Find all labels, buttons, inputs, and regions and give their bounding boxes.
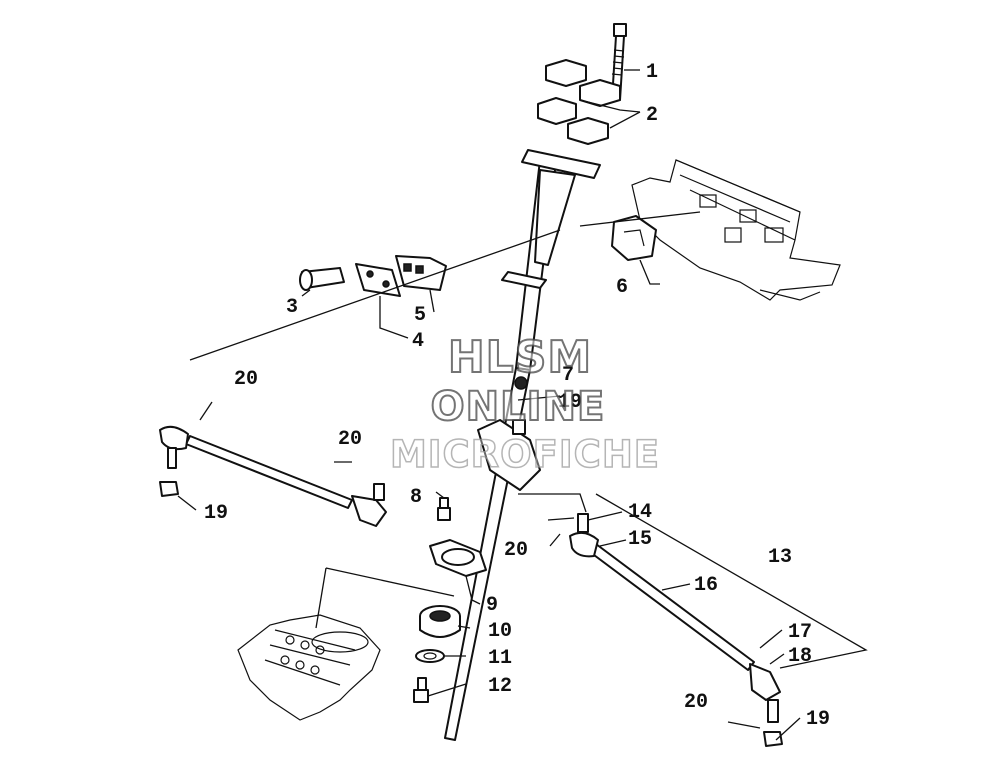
callout-6: 6	[616, 276, 628, 299]
callout-19-center: 19	[558, 391, 582, 414]
part-6-block	[611, 215, 657, 261]
callout-labels: 1 2 3 4 5 6 7 8 9 10 11 12 13 14 15 16 1…	[204, 61, 830, 731]
callout-9: 9	[486, 594, 498, 617]
callout-19-left: 19	[204, 502, 228, 525]
callout-4: 4	[412, 330, 424, 353]
part-5-block	[395, 255, 447, 291]
part-11-washer	[415, 649, 445, 663]
callout-3: 3	[286, 296, 298, 319]
tie-rod-left	[159, 401, 387, 527]
callout-16: 16	[694, 574, 718, 597]
callout-18: 18	[788, 645, 812, 668]
callout-8: 8	[410, 486, 422, 509]
callout-1: 1	[646, 61, 658, 84]
part-8-bolt	[437, 497, 451, 521]
callout-7: 7	[562, 364, 574, 387]
floor-mount-lower-left	[237, 614, 381, 721]
callout-20-mid-right: 20	[504, 539, 528, 562]
callout-15: 15	[628, 528, 652, 551]
callout-2: 2	[646, 104, 658, 127]
part-12-bolt	[413, 677, 429, 703]
callout-19-right: 19	[806, 708, 830, 731]
leader-lines	[177, 69, 868, 741]
callout-20-mid-left: 20	[338, 428, 362, 451]
callout-10: 10	[488, 620, 512, 643]
part-10-bearing	[419, 605, 461, 638]
callout-5: 5	[414, 304, 426, 327]
steering-shaft	[444, 149, 601, 741]
callout-11: 11	[488, 647, 512, 670]
callout-20-upper-left: 20	[234, 368, 258, 391]
callout-12: 12	[488, 675, 512, 698]
part-4-plate	[355, 263, 401, 297]
part-3-pin	[299, 267, 345, 291]
callout-13: 13	[768, 546, 792, 569]
frame-bracket-upper-right	[631, 159, 841, 301]
callout-14: 14	[628, 501, 652, 524]
callout-17: 17	[788, 621, 812, 644]
callout-20-lower-right: 20	[684, 691, 708, 714]
part-9-flange	[429, 539, 487, 577]
part-2-clamp-blocks	[537, 59, 621, 145]
tie-rod-right	[547, 513, 783, 747]
